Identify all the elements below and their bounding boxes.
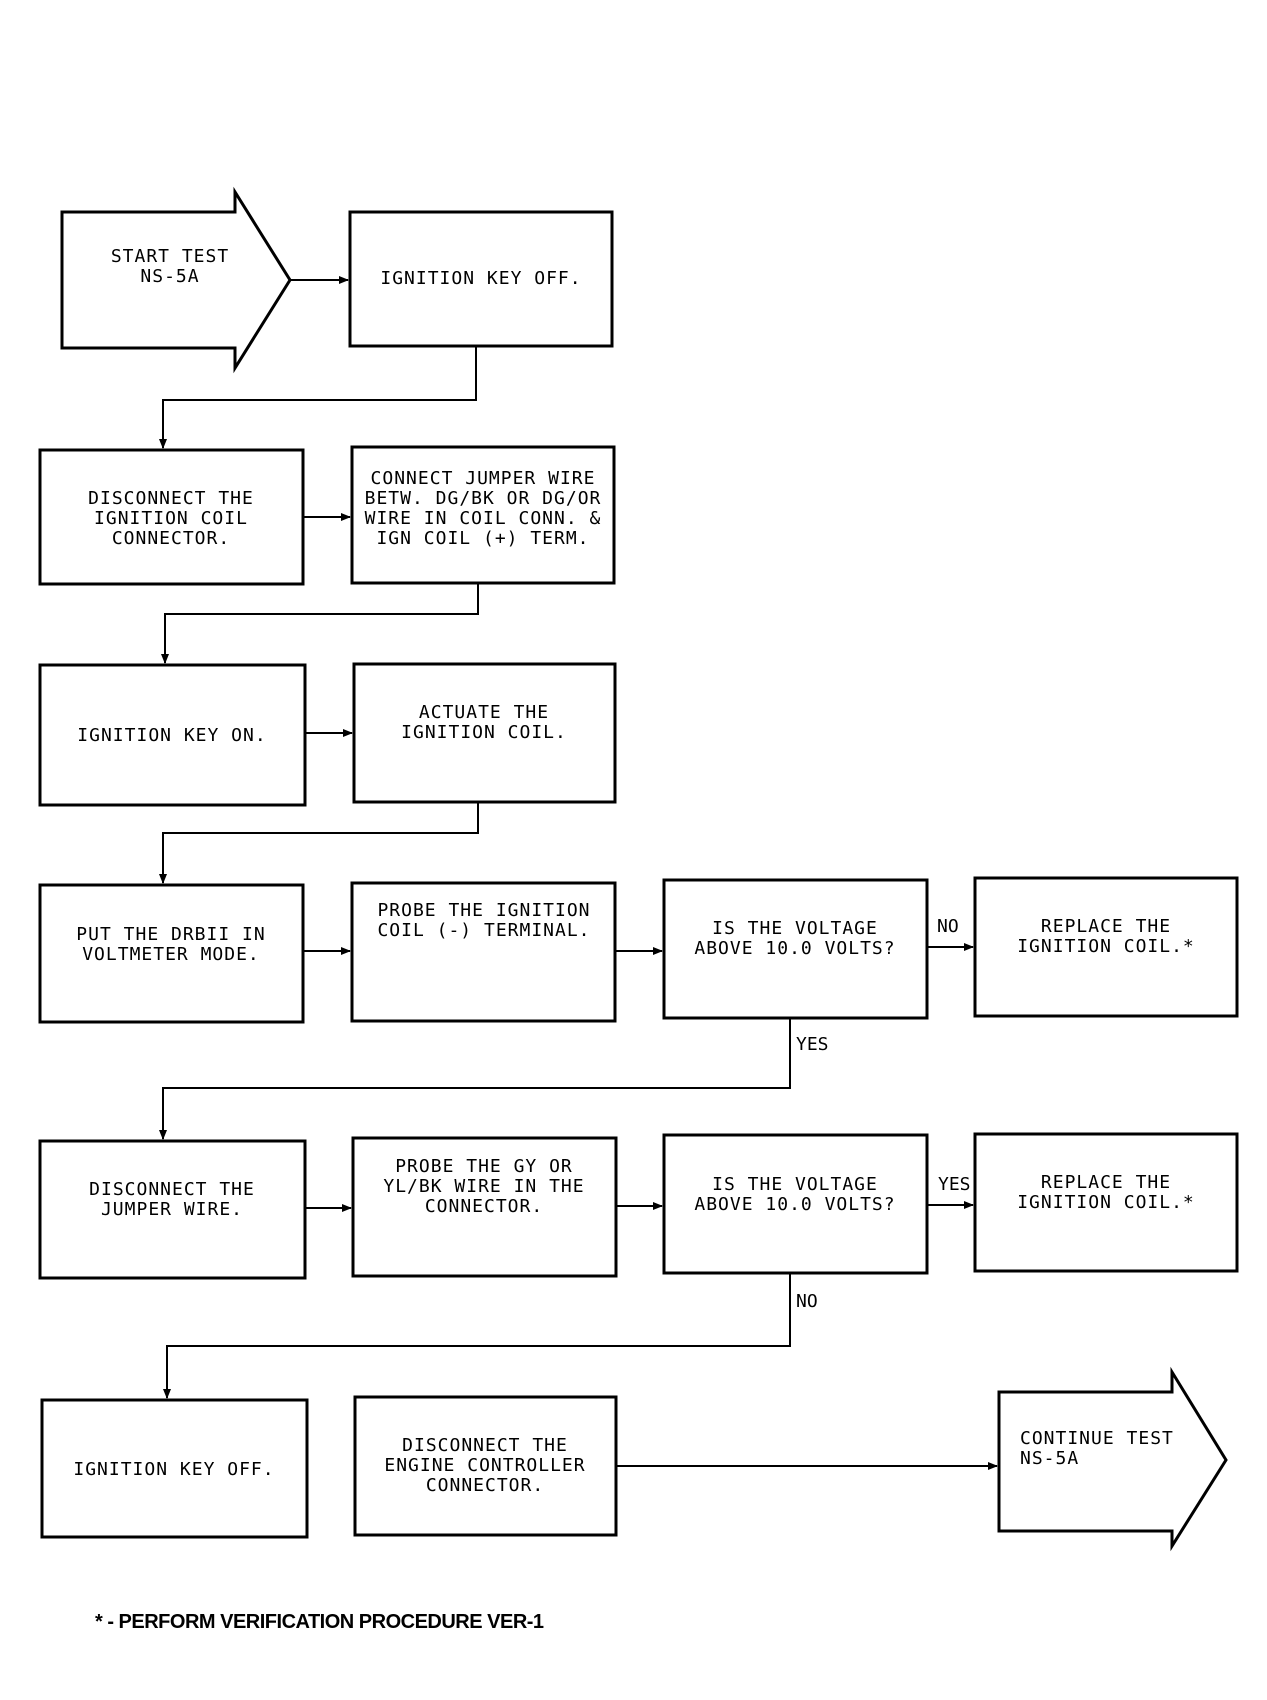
disconnect-ecm-box [353, 1395, 618, 1537]
label-line: REPLACE THE [1041, 1172, 1171, 1193]
label-line: JUMPER WIRE. [101, 1199, 243, 1220]
label-line: IGNITION COIL.* [1017, 936, 1195, 957]
label-line: REPLACE THE [1041, 916, 1171, 937]
label-line: IS THE VOLTAGE [712, 1174, 878, 1195]
label-line: PUT THE DRBII IN [76, 924, 265, 945]
label-line: CONTINUE TEST [1020, 1428, 1174, 1449]
label-line: CONNECTOR. [426, 1475, 544, 1496]
actuate-coil-box [352, 662, 617, 804]
label-line: IGN COIL (+) TERM. [376, 528, 589, 549]
label-line: IGNITION KEY OFF. [73, 1459, 274, 1480]
probe-gy-wire-box [351, 1136, 618, 1278]
connector-keyoff-to-disconnect [159, 346, 477, 449]
disconnect-jumper-box [38, 1139, 307, 1280]
connector-check1-yes-to-disconnect-jumper [159, 1018, 791, 1140]
label-line: ENGINE CONTROLLER [384, 1455, 585, 1476]
edge-label-yes-2: YES [938, 1174, 971, 1195]
connector-actuate-to-drbii [159, 802, 479, 884]
label-line: CONNECT JUMPER WIRE [371, 468, 596, 489]
connector-jumper-to-keyon [161, 583, 479, 664]
ignition-key-on-label: IGNITION KEY ON. [77, 725, 266, 746]
label-line: YL/BK WIRE IN THE [383, 1176, 584, 1197]
replace-coil-1-box [973, 876, 1239, 1018]
label-line: PROBE THE IGNITION [377, 900, 590, 921]
edge-label-yes-1: YES [796, 1034, 829, 1055]
label-line: COIL (-) TERMINAL. [377, 920, 590, 941]
label-line: NS-5A [1020, 1448, 1079, 1469]
label-line: CONNECTOR. [425, 1196, 543, 1217]
label-line: IGNITION COIL.* [1017, 1192, 1195, 1213]
label-line: ACTUATE THE [419, 702, 549, 723]
edge-label-no-1: NO [937, 916, 959, 937]
label-line: BETW. DG/BK OR DG/OR [365, 488, 602, 509]
label-line: IS THE VOLTAGE [712, 918, 878, 939]
edge-label-no-2: NO [796, 1291, 818, 1312]
put-drbii-box [38, 883, 305, 1024]
ignition-key-off-2-label: IGNITION KEY OFF. [73, 1459, 274, 1480]
label-line: IGNITION KEY OFF. [380, 268, 581, 289]
label-line: START TEST [111, 246, 229, 267]
label-line: ABOVE 10.0 VOLTS? [694, 938, 895, 959]
label-line: ABOVE 10.0 VOLTS? [694, 1194, 895, 1215]
replace-coil-2-box [973, 1132, 1239, 1273]
label-line: DISCONNECT THE [402, 1435, 568, 1456]
ignition-key-off-label: IGNITION KEY OFF. [380, 268, 581, 289]
ignition-key-off-box [348, 210, 614, 348]
label-line: IGNITION COIL [94, 508, 248, 529]
voltage-check-2-box [662, 1133, 929, 1275]
ignition-key-off-2-box [40, 1398, 309, 1539]
label-line: IGNITION COIL. [401, 722, 567, 743]
label-line: NS-5A [140, 266, 199, 287]
continue-arrow-shape [997, 1366, 1228, 1552]
start-arrow-shape [60, 186, 292, 374]
voltage-check-1-box [662, 878, 929, 1020]
label-line: WIRE IN COIL CONN. & [365, 508, 602, 529]
footnote: * - PERFORM VERIFICATION PROCEDURE VER-1 [95, 1611, 544, 1633]
label-line: CONNECTOR. [112, 528, 230, 549]
probe-coil-terminal-box [350, 881, 617, 1023]
label-line: PROBE THE GY OR [395, 1156, 573, 1177]
connector-check2-no-to-keyoff [163, 1273, 791, 1399]
label-line: IGNITION KEY ON. [77, 725, 266, 746]
ignition-key-on-box [38, 663, 307, 807]
label-line: DISCONNECT THE [88, 488, 254, 509]
label-line: VOLTMETER MODE. [82, 944, 260, 965]
label-line: DISCONNECT THE [89, 1179, 255, 1200]
connect-jumper-wire-box [350, 445, 616, 585]
